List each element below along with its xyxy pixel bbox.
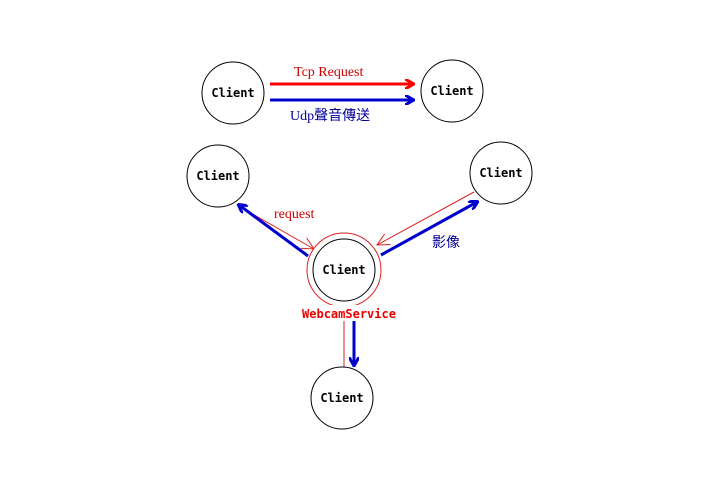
client-label: Client	[211, 86, 254, 100]
tcp-request-label: Tcp Request	[294, 65, 364, 80]
client-node-top-left: Client	[201, 61, 265, 125]
client-label: Client	[320, 391, 363, 405]
client-node-mid-right: Client	[469, 141, 533, 205]
client-label: Client	[196, 169, 239, 183]
request-label: request	[274, 207, 315, 222]
client-label: Client	[479, 166, 522, 180]
udp-audio-label: Udp聲音傳送	[290, 107, 370, 124]
video-label: 影像	[432, 235, 460, 251]
client-node-mid-left: Client	[186, 144, 250, 208]
client-node-bottom: Client	[310, 366, 374, 430]
client-label: Client	[322, 263, 365, 277]
client-node-center: Client	[306, 232, 382, 308]
webcam-service-label: WebcamService	[302, 307, 396, 321]
video-arrow-right	[380, 202, 477, 257]
client-node-top-right: Client	[420, 59, 484, 123]
video-arrow-left	[239, 205, 309, 258]
request-thin-arrow-right	[377, 191, 475, 245]
client-label: Client	[430, 84, 473, 98]
service-label-background	[283, 305, 415, 321]
